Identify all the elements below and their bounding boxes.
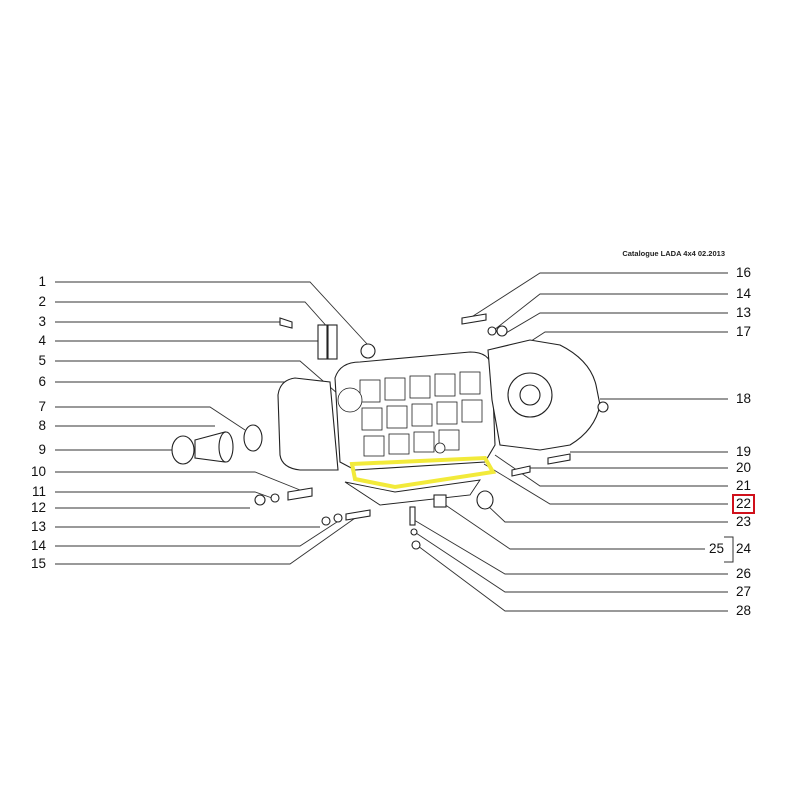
callout-label-selected[interactable]: 22 — [731, 494, 756, 514]
stud-15 — [345, 509, 371, 521]
callout-label[interactable]: 13 — [736, 305, 752, 320]
callout-label[interactable]: 16 — [736, 265, 752, 280]
callout-label[interactable]: 19 — [736, 444, 752, 459]
stud-16 — [461, 313, 487, 325]
callout-label[interactable]: 11 — [31, 484, 46, 499]
callout-label[interactable]: 7 — [38, 399, 46, 414]
leader-line-left-1 — [55, 281, 369, 346]
leader-line-left-2 — [55, 301, 331, 331]
callout-label[interactable]: 14 — [30, 538, 46, 553]
magnet-24 — [433, 494, 447, 508]
callout-label[interactable]: 4 — [38, 333, 46, 348]
leader-line-right-24 — [443, 503, 705, 550]
leader-line-right-13 — [505, 312, 728, 334]
washer-27 — [410, 528, 418, 536]
callout-label[interactable]: 24 — [736, 541, 752, 556]
callout-label[interactable]: 26 — [736, 566, 752, 581]
bottom-cover — [344, 479, 481, 506]
seal-ring-9 — [171, 435, 195, 465]
leader-line-right-28 — [417, 545, 728, 612]
group-bracket — [724, 536, 734, 563]
leader-line-right-21 — [494, 454, 728, 487]
leader-line-left-10 — [55, 471, 301, 491]
nut-13 — [321, 516, 331, 526]
leader-line-right-14 — [493, 293, 728, 331]
leader-line-right-23 — [486, 504, 728, 523]
gearbox-parts — [171, 313, 609, 550]
bolt-3 — [279, 317, 293, 329]
callout-label[interactable]: 17 — [736, 324, 752, 339]
leader-line-right-16 — [469, 272, 728, 319]
washer-14 — [333, 513, 343, 523]
plate-4 — [317, 324, 328, 360]
plug-23 — [476, 490, 494, 510]
callout-label[interactable]: 3 — [38, 314, 46, 329]
callout-label[interactable]: 21 — [736, 478, 752, 493]
leader-line-left-7 — [55, 406, 246, 431]
callout-label[interactable]: 14 — [736, 286, 752, 301]
callout-label[interactable]: 20 — [736, 460, 752, 475]
leader-line-left-15 — [55, 515, 359, 565]
bolt-26 — [409, 506, 416, 526]
washer-14r — [487, 326, 497, 336]
leader-line-right-26 — [413, 519, 728, 575]
housing-gasket — [277, 377, 339, 471]
stud-10 — [287, 487, 313, 501]
callout-label[interactable]: 9 — [38, 442, 46, 457]
nut-13r — [496, 325, 508, 337]
ring-7 — [243, 424, 263, 452]
callout-label[interactable]: 13 — [30, 519, 46, 534]
housing-ribs — [337, 371, 483, 457]
leader-line-right-27 — [415, 532, 728, 593]
highlighted-gasket-22 — [349, 455, 497, 490]
callout-label[interactable]: 1 — [38, 274, 46, 289]
washer-12 — [270, 493, 280, 503]
group-label[interactable]: 25 — [709, 541, 725, 556]
callout-label[interactable]: 15 — [30, 556, 46, 571]
leader-line-left-14 — [55, 519, 341, 547]
stud-20 — [511, 465, 531, 477]
callout-label[interactable]: 6 — [38, 374, 46, 389]
callout-label[interactable]: 27 — [736, 584, 752, 599]
leader-line-left-11 — [55, 491, 273, 499]
catalogue-caption: Catalogue LADA 4x4 02.2013 — [622, 249, 725, 258]
callout-label[interactable]: 10 — [30, 464, 46, 479]
leader-line-right-17 — [524, 331, 728, 346]
leader-line-right-22 — [483, 463, 728, 505]
plug-1 — [360, 343, 376, 359]
callout-label[interactable]: 23 — [736, 514, 752, 529]
callout-label[interactable]: 2 — [38, 294, 46, 309]
nut-28 — [411, 540, 421, 550]
callout-label[interactable]: 5 — [38, 353, 46, 368]
stud-19 — [547, 453, 571, 465]
callout-label[interactable]: 28 — [736, 603, 752, 618]
callout-label[interactable]: 18 — [736, 391, 752, 406]
callout-label[interactable]: 12 — [30, 500, 46, 515]
nut-11 — [254, 494, 266, 506]
callout-label[interactable]: 8 — [38, 418, 46, 433]
